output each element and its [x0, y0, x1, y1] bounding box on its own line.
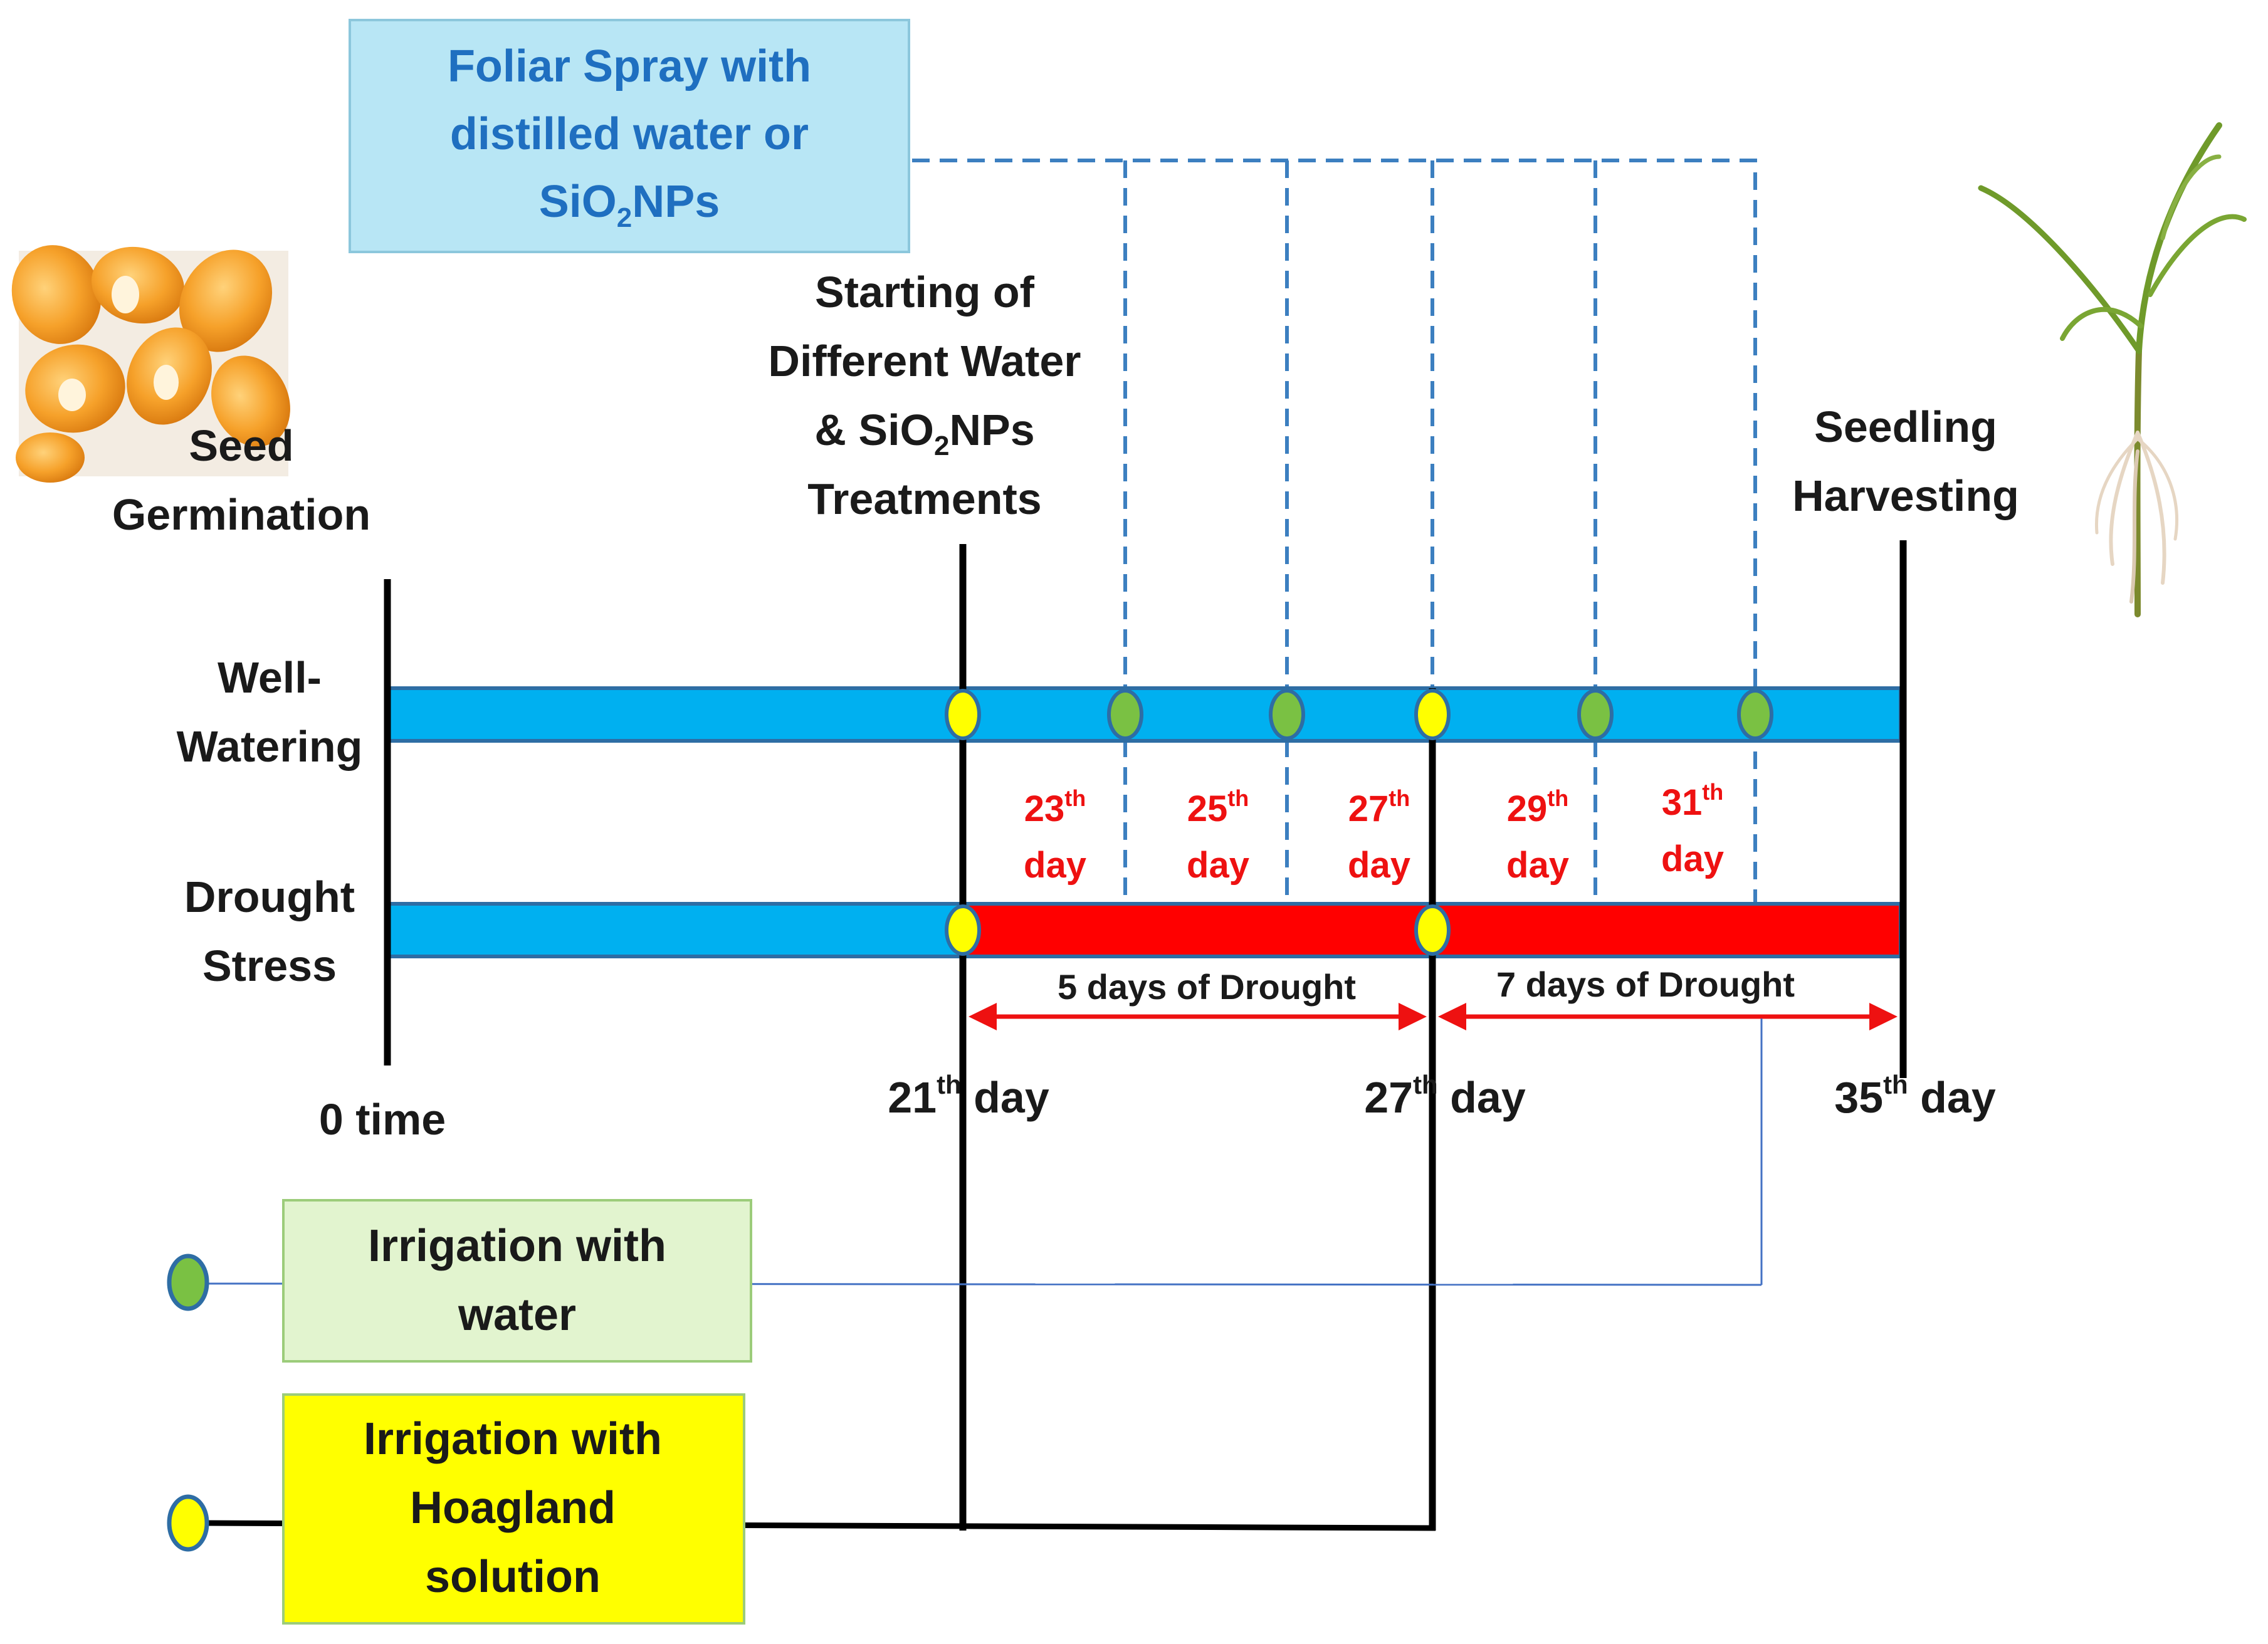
spray-day-29-number: 29th	[1507, 785, 1569, 829]
spray-day-labels: 23th day 25th day 27th day 29th day 31th…	[1024, 779, 1724, 886]
well-watering-line-1: Well-	[218, 653, 322, 702]
start-treatments-line-4: Treatments	[807, 474, 1041, 523]
spray-day-27-word: day	[1348, 845, 1410, 886]
arrowhead-right-icon	[1399, 1003, 1427, 1030]
seed-germination-line-1: Seed	[189, 421, 293, 470]
yellow-marker	[945, 689, 981, 740]
seed-germination-line-2: Germination	[112, 490, 370, 539]
arrowhead-left-icon	[1438, 1003, 1466, 1030]
irrigation-hoagland-line-3: solution	[425, 1552, 601, 1602]
spray-day-23-number: 23th	[1024, 785, 1086, 829]
well-watering-markers	[945, 689, 1773, 740]
foliar-subscript: 2	[617, 202, 632, 233]
green-marker	[167, 1254, 209, 1311]
time-21-label: 21th day	[888, 1070, 1049, 1122]
foliar-dashed-top-line	[912, 159, 1757, 903]
spray-day-25-word: day	[1187, 845, 1249, 886]
green-marker	[1577, 689, 1614, 740]
spray-day-27-number: 27th	[1348, 785, 1410, 829]
yellow-marker	[1414, 689, 1451, 740]
time-35-label: 35th day	[1834, 1070, 1996, 1122]
start-subscript: 2	[934, 431, 949, 461]
green-marker	[1269, 689, 1305, 740]
yellow-marker	[1414, 904, 1451, 956]
irrigation-water-line-1: Irrigation with	[368, 1221, 666, 1271]
irrigation-hoagland-legend: Irrigation with Hoagland solution	[167, 1393, 745, 1625]
timeline-labels: 0 time 21th day 27th day 35th day	[319, 1070, 1996, 1144]
arrowhead-left-icon	[969, 1003, 997, 1030]
foliar-line-3: SiO2NPs	[539, 177, 720, 233]
spray-day-31-number: 31th	[1662, 779, 1724, 823]
start-sio-text: & SiO	[814, 406, 934, 454]
drought-7-days-text: 7 days of Drought	[1496, 965, 1795, 1004]
irrigation-hoagland-line-1: Irrigation with	[364, 1414, 662, 1464]
start-nps-text: NPs	[949, 406, 1034, 454]
spray-day-31-word: day	[1661, 839, 1724, 879]
irrigation-hoagland-box	[282, 1393, 745, 1625]
drought-stress-label: Drought Stress	[184, 872, 355, 990]
drought-stress-line-1: Drought	[184, 872, 355, 921]
drought-bar-watered-segment	[386, 902, 965, 958]
foliar-sio-text: SiO	[539, 177, 617, 227]
start-treatments-line-1: Starting of	[815, 268, 1035, 317]
spray-day-29-word: day	[1506, 845, 1569, 886]
irrigation-water-line-2: water	[458, 1290, 576, 1340]
corn-seeds-image	[11, 245, 290, 483]
green-marker	[1737, 689, 1773, 740]
irrigation-water-box	[282, 1199, 752, 1363]
drought-stress-markers	[945, 904, 1451, 956]
foliar-line-1: Foliar Spray with	[448, 41, 811, 92]
foliar-line-2: distilled water or	[450, 109, 809, 159]
spray-day-23-word: day	[1024, 845, 1086, 886]
yellow-marker	[945, 904, 981, 956]
well-watering-label: Well- Watering	[177, 653, 363, 771]
yellow-marker	[167, 1494, 209, 1552]
time-0-label: 0 time	[319, 1095, 446, 1144]
seedling-harvesting-label: Seedling Harvesting	[1792, 402, 2019, 520]
drought-stress-bar	[386, 902, 1903, 958]
drought-stress-line-2: Stress	[202, 941, 337, 990]
spray-day-25-number: 25th	[1187, 785, 1249, 829]
green-marker	[1107, 689, 1143, 740]
irrigation-water-legend: Irrigation with water	[167, 1199, 752, 1363]
foliar-spray-dashed-lines	[912, 159, 1757, 903]
seedling-harvesting-line-1: Seedling	[1814, 402, 1997, 451]
start-treatments-label: Starting of Different Water & SiO2NPs Tr…	[768, 268, 1081, 523]
start-treatments-line-3: & SiO2NPs	[814, 406, 1034, 461]
time-27-label: 27th day	[1364, 1070, 1526, 1122]
start-treatments-line-2: Different Water	[768, 337, 1081, 385]
foliar-spray-box: Foliar Spray with distilled water or SiO…	[349, 19, 910, 253]
seedling-harvesting-line-2: Harvesting	[1792, 471, 2019, 520]
arrowhead-right-icon	[1869, 1003, 1898, 1030]
well-watering-line-2: Watering	[177, 722, 363, 771]
drought-5-days-text: 5 days of Drought	[1058, 967, 1356, 1007]
seed-germination-label: Seed Germination	[112, 421, 370, 539]
corn-seedling-image	[1978, 122, 2247, 617]
foliar-nps-text: NPs	[632, 177, 720, 227]
irrigation-hoagland-line-2: Hoagland	[410, 1483, 616, 1533]
well-watering-bar	[386, 686, 1903, 743]
drought-period-arrows: 5 days of Drought 7 days of Drought	[969, 965, 1898, 1030]
